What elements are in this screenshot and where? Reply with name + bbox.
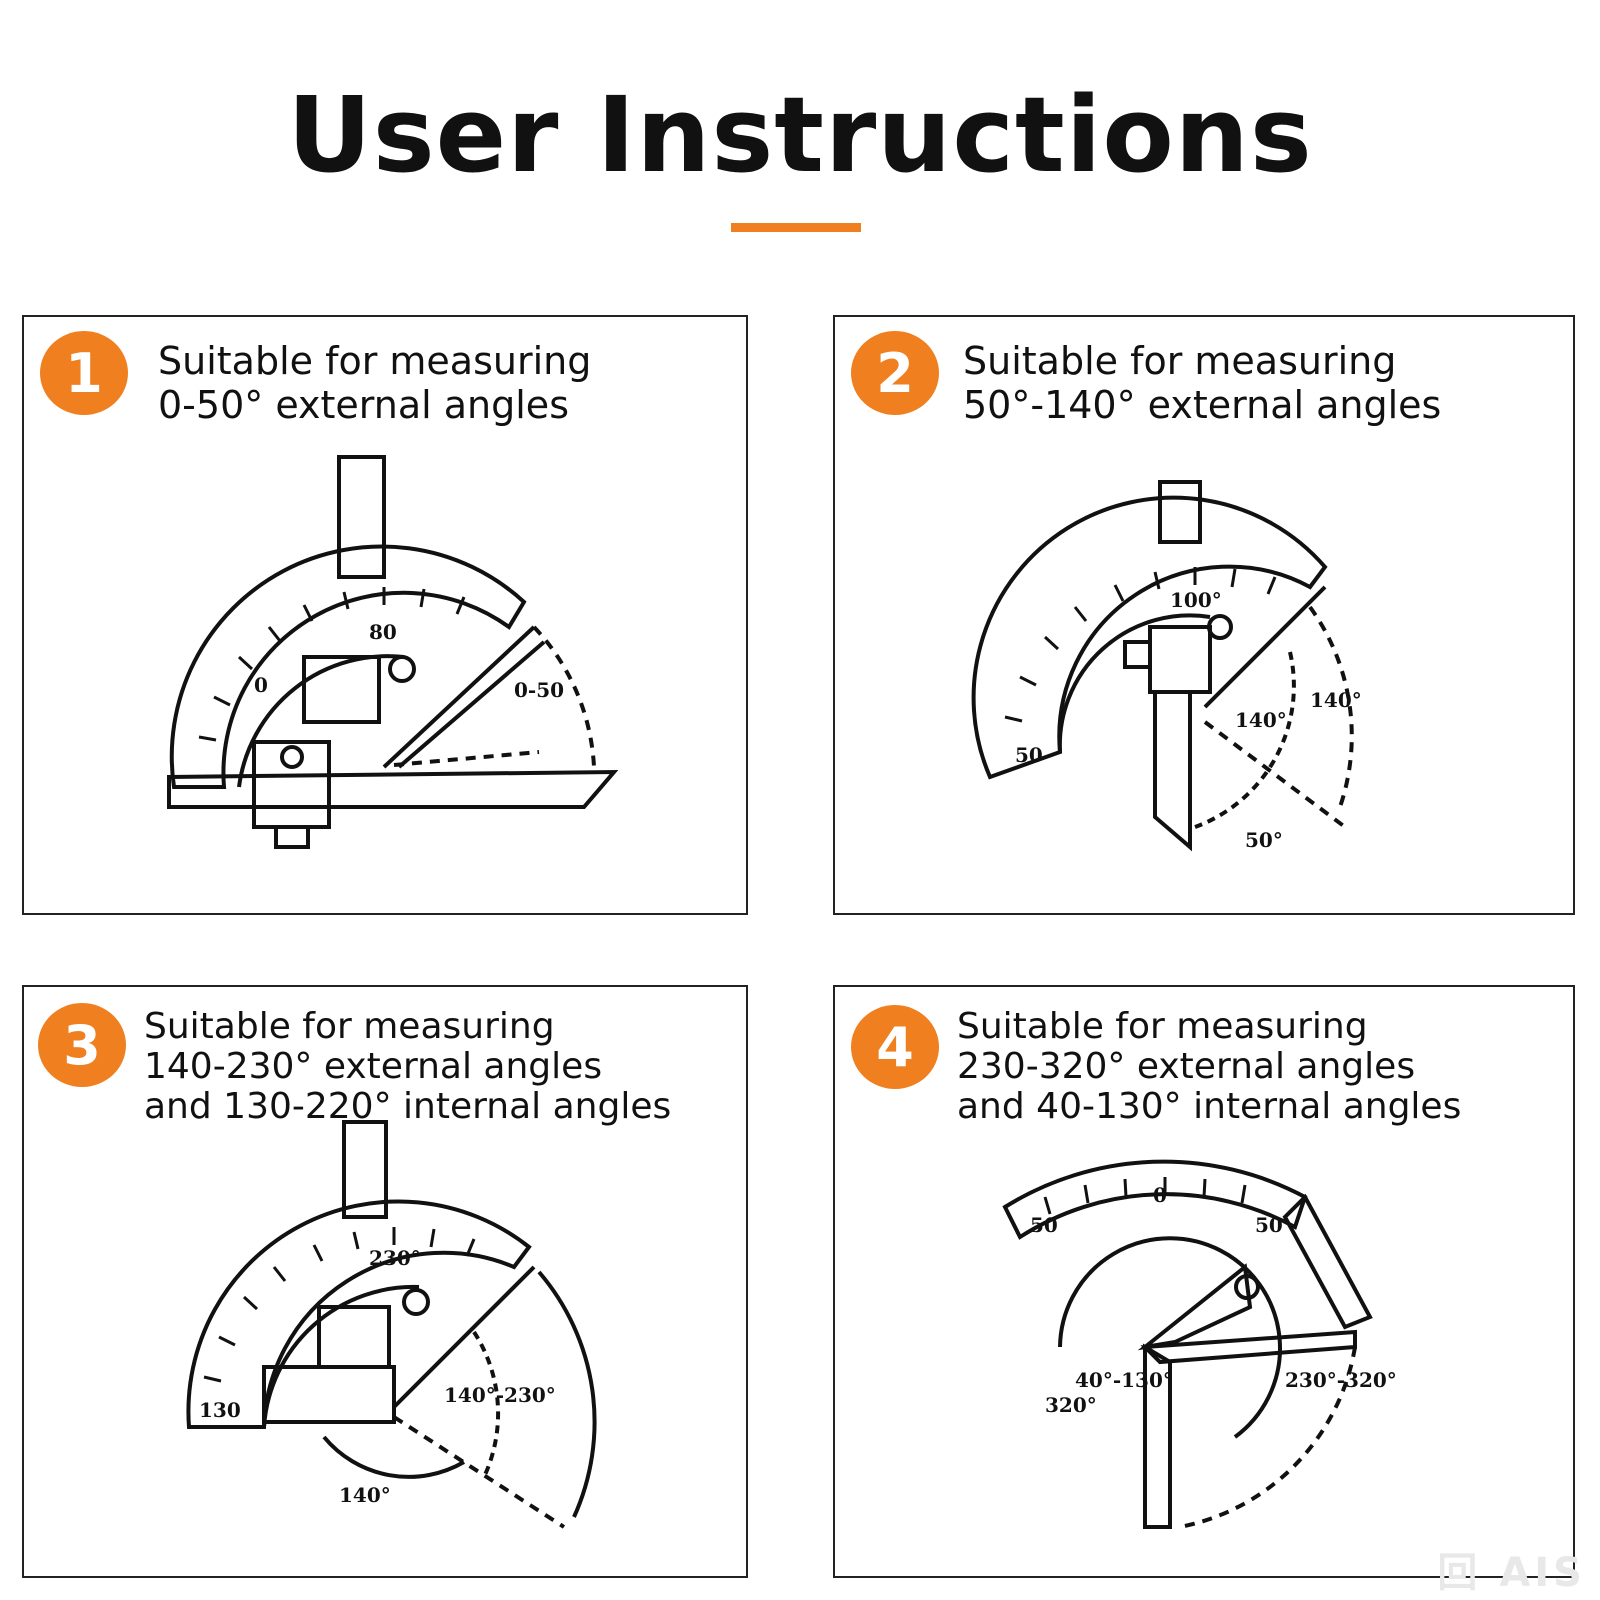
locking-block [1148, 625, 1212, 694]
angle-label: 40°-130° [1075, 1368, 1173, 1392]
locking-block [1137, 1263, 1253, 1351]
instruction-card-3: 3 Suitable for measuring 140-230° extern… [22, 985, 748, 1578]
angle-dashed-arc [1308, 605, 1354, 808]
scale-label: 0 [254, 673, 268, 697]
instruction-card-4: 4 Suitable for measuring 230-320° extern… [833, 985, 1575, 1578]
locking-block [317, 1305, 391, 1369]
ruler-blade [342, 1120, 388, 1219]
page-title: User Instructions [287, 74, 1313, 196]
scale-label: 130 [199, 1398, 241, 1422]
scale-arc-end [1282, 1193, 1373, 1330]
watermark-logo: 回 AIS [1437, 1550, 1586, 1596]
description-line: 0-50° external angles [158, 383, 569, 427]
description-line: and 40-130° internal angles [957, 1086, 1462, 1127]
dashed-reference [393, 750, 540, 767]
angle-label: 140° [1235, 708, 1287, 732]
angle-label: 140°-230° [444, 1383, 556, 1407]
scale-label: 0 [1153, 1183, 1167, 1207]
dashed-reference [1203, 720, 1347, 829]
scale-label: 80 [369, 620, 397, 644]
internal-angle-arc [322, 1435, 466, 1479]
locking-block [302, 655, 381, 724]
scale-arc [169, 544, 527, 789]
protractor-diagram-4: 0 50 50 40°-130° 230°-320° 320° [1002, 1159, 1397, 1529]
base-block [262, 1365, 396, 1424]
description-line: and 130-220° internal angles [144, 1086, 672, 1127]
scale-ticks [198, 587, 466, 742]
external-angle-arc [537, 1270, 597, 1518]
internal-angle-arc [1058, 1236, 1282, 1439]
angle-label: 140° [339, 1483, 391, 1507]
description-line: 140-230° external angles [144, 1046, 603, 1087]
description-line: 50°-140° external angles [963, 383, 1442, 427]
scale-label: 50 [1030, 1213, 1058, 1237]
protractor-diagram-2: 100° 50 140° 140° 50° [971, 480, 1362, 852]
step-number-badge: 3 [38, 1003, 126, 1087]
protractor-diagram-3: 230° 140°-230° 140° 130 [186, 1120, 597, 1529]
swing-arm-edge [397, 640, 546, 769]
base-screw [280, 745, 304, 769]
pivot-screw [402, 1288, 430, 1316]
instruction-card-2: 2 Suitable for measuring 50°-140° extern… [833, 315, 1575, 915]
swing-arm [382, 625, 536, 769]
scale-ticks [1004, 567, 1277, 723]
inner-arc [1057, 613, 1211, 753]
pivot-screw [1234, 1274, 1260, 1300]
scale-ticks [1043, 1177, 1247, 1215]
scale-arc [186, 1199, 532, 1429]
step-number-badge: 4 [851, 1005, 939, 1089]
angle-label: 230°-320° [1285, 1368, 1397, 1392]
angle-dashed-arc [532, 625, 596, 768]
step-description: Suitable for measuring 50°-140° external… [963, 339, 1441, 427]
vertical-blade [1143, 1343, 1172, 1529]
description-line: 230-320° external angles [957, 1046, 1416, 1087]
step-number-badge: 1 [40, 331, 128, 415]
protractor-diagram-1: 80 0 0-50 [167, 455, 619, 849]
title-underline [731, 223, 861, 232]
ruler-blade [1158, 480, 1202, 544]
angle-label: 0-50 [514, 678, 564, 702]
swing-arm [1203, 585, 1327, 709]
vertical-blade [1153, 690, 1192, 852]
base-clamp [252, 740, 331, 829]
angle-label: 140° [1310, 688, 1362, 712]
scale-label: 230° [369, 1246, 421, 1270]
angle-dashed-arc [1179, 1346, 1357, 1529]
angle-label: 50° [1245, 828, 1283, 852]
angle-dashed-arc-inner [1194, 651, 1296, 829]
ruler-blade [337, 455, 386, 579]
step-description: Suitable for measuring 140-230° external… [144, 1007, 671, 1127]
swing-arm [392, 1265, 536, 1409]
angle-dashed-arc [472, 1330, 501, 1478]
horizontal-arm [1140, 1329, 1357, 1365]
description-line: Suitable for measuring [963, 339, 1397, 383]
step-description: Suitable for measuring 230-320° external… [957, 1007, 1461, 1127]
pivot-screw [1207, 614, 1233, 640]
scale-arc [1002, 1159, 1308, 1240]
scale-arc [971, 495, 1328, 780]
inner-arc [262, 1284, 420, 1428]
scale-label: 100° [1170, 588, 1222, 612]
step-number-badge: 2 [851, 331, 939, 415]
description-line: Suitable for measuring [158, 339, 592, 383]
clamp-screw [274, 825, 310, 849]
step-description: Suitable for measuring 0-50° external an… [158, 339, 591, 427]
scale-label: 50 [1015, 743, 1043, 767]
scale-ticks [203, 1227, 476, 1383]
dashed-reference [392, 1415, 566, 1529]
description-line: Suitable for measuring [144, 1006, 555, 1047]
instruction-card-1: 1 Suitable for measuring 0-50° external … [22, 315, 748, 915]
description-line: Suitable for measuring [957, 1006, 1368, 1047]
base-ruler [167, 769, 619, 809]
pivot-screw [388, 655, 416, 683]
lock-knob [1123, 640, 1152, 669]
angle-label: 320° [1045, 1393, 1097, 1417]
scale-label: 50 [1255, 1213, 1283, 1237]
